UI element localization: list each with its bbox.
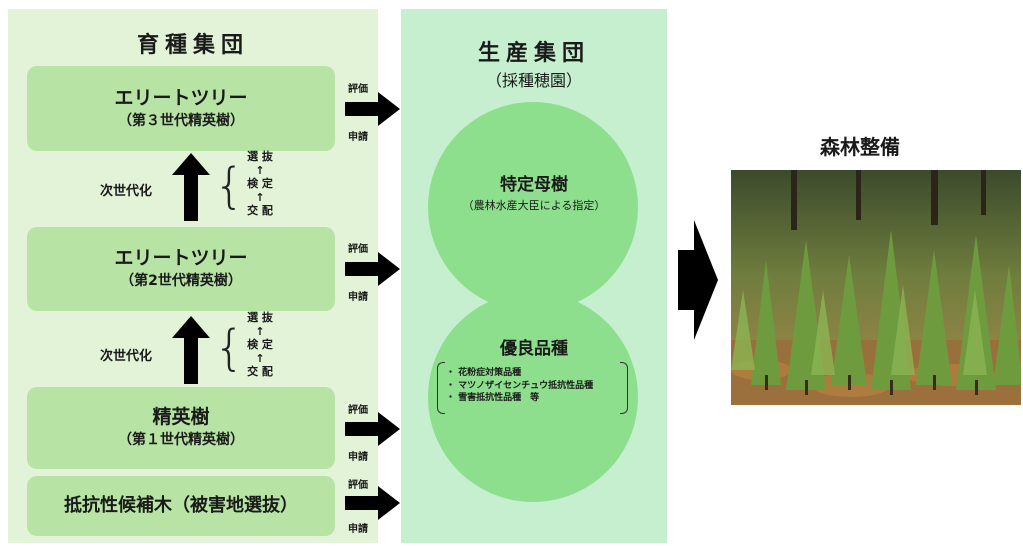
superior-variety-list: ・ 花粉症対策品種 ・ マツノザイセンチュウ抵抗性品種 ・ 雪害抵抗性品種 等 [446, 367, 616, 405]
stage-sub-label: （第１世代精英樹） [118, 432, 244, 449]
up-arrow-icon [172, 316, 210, 384]
big-right-arrow-icon [678, 220, 718, 340]
specified-mother-tree-note: （農林水産大臣による指定） [462, 199, 606, 212]
up-arrow-icon [172, 153, 210, 221]
stage-main-label: 精英樹 [152, 406, 210, 429]
step-arrow: ↑ [255, 190, 265, 204]
next-generation-label: 次世代化 [100, 349, 153, 364]
stage-box-elite-3rd: エリートツリー （第３世代精英樹） [27, 66, 335, 151]
circle-connector [500, 280, 566, 320]
forest-illustration [731, 170, 1021, 405]
step-arrow: ↑ [255, 324, 265, 338]
step-testing: 検 定 [247, 177, 273, 190]
left-brace-icon: { [214, 320, 245, 376]
evaluation-label: 評価 [348, 84, 368, 95]
right-arrow-icon [345, 252, 401, 286]
stage-box-plus-tree: 精英樹 （第１世代精英樹） [27, 387, 335, 469]
list-item: ・ 雪害抵抗性品種 等 [446, 393, 540, 403]
stage-main-label: 抵抗性候補木（被害地選抜） [64, 494, 298, 516]
left-brace-icon: { [214, 158, 245, 214]
evaluation-label: 評価 [348, 405, 368, 416]
production-group-title: 生産集団 [477, 41, 590, 66]
stage-box-resistant-candidate: 抵抗性候補木（被害地選抜） [27, 476, 335, 536]
step-selection: 選 抜 [247, 311, 273, 324]
specified-mother-tree-circle [428, 102, 638, 312]
stage-sub-label: （第2世代精英樹） [120, 273, 242, 290]
forest-maintenance-title: 森林整備 [820, 135, 900, 159]
forest-photo [731, 170, 1021, 405]
breeding-steps: 選 抜 ↑ 検 定 ↑ 交 配 [240, 150, 280, 218]
step-testing: 検 定 [247, 338, 273, 351]
step-arrow: ↑ [255, 163, 265, 177]
application-label: 申請 [348, 292, 368, 303]
stage-main-label: エリートツリー [114, 247, 248, 270]
list-bracket-right [620, 362, 628, 414]
superior-variety-title: 優良品種 [500, 339, 568, 359]
evaluation-label: 評価 [348, 244, 368, 255]
step-selection: 選 抜 [247, 150, 273, 163]
list-item: ・ 花粉症対策品種 [446, 368, 522, 378]
production-group-subtitle: （採種穂園） [485, 71, 582, 90]
list-bracket-left [437, 362, 445, 414]
superior-variety-circle [428, 292, 638, 502]
specified-mother-tree-title: 特定母樹 [500, 175, 568, 195]
application-label: 申請 [348, 452, 368, 463]
breeding-steps: 選 抜 ↑ 検 定 ↑ 交 配 [240, 311, 280, 379]
application-label: 申請 [348, 524, 368, 535]
breeding-group-title: 育種集団 [136, 33, 249, 58]
next-generation-label: 次世代化 [100, 184, 153, 199]
stage-sub-label: （第３世代精英樹） [118, 112, 244, 129]
step-arrow: ↑ [255, 351, 265, 365]
application-label: 申請 [348, 132, 368, 143]
step-crossing: 交 配 [247, 204, 273, 217]
stage-main-label: エリートツリー [114, 86, 248, 109]
right-arrow-icon [345, 412, 401, 446]
list-item: ・ マツノザイセンチュウ抵抗性品種 [446, 380, 594, 391]
right-arrow-icon [345, 486, 401, 520]
stage-box-elite-2nd: エリートツリー （第2世代精英樹） [27, 227, 335, 311]
right-arrow-icon [345, 92, 401, 126]
step-crossing: 交 配 [247, 365, 273, 378]
evaluation-label: 評価 [348, 480, 368, 491]
